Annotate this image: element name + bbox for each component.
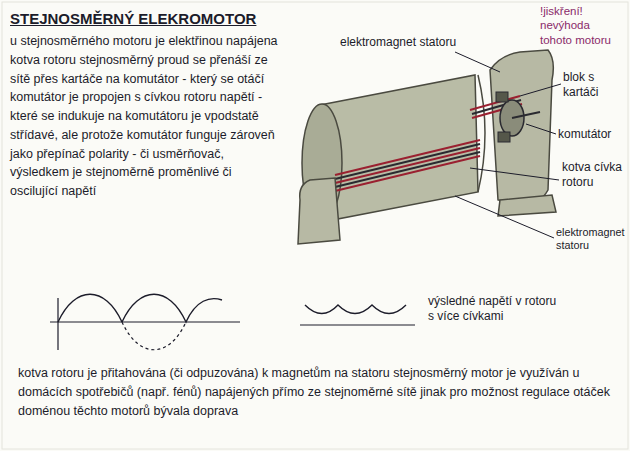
title: STEJNOSMĚRNÝ ELEKROMOTOR xyxy=(10,8,256,30)
part-label: blok s kartáči xyxy=(563,70,623,100)
part-label: kotva cívka rotoru xyxy=(562,160,624,190)
graph-label: výsledné napětí v rotoru s více cívkami xyxy=(428,294,558,324)
part-label: elektromagnet statoru xyxy=(556,226,628,253)
body-text: u stejnosměrného motoru je elektřinou na… xyxy=(10,32,282,201)
part-label: komutátor xyxy=(558,126,611,143)
bottom-text: kotva rotoru je přitahována (či odpuzová… xyxy=(18,364,618,420)
part-label: elektromagnet statoru xyxy=(340,34,456,51)
warning-note: !jiskření! nevýhoda tohoto motoru xyxy=(540,4,624,47)
